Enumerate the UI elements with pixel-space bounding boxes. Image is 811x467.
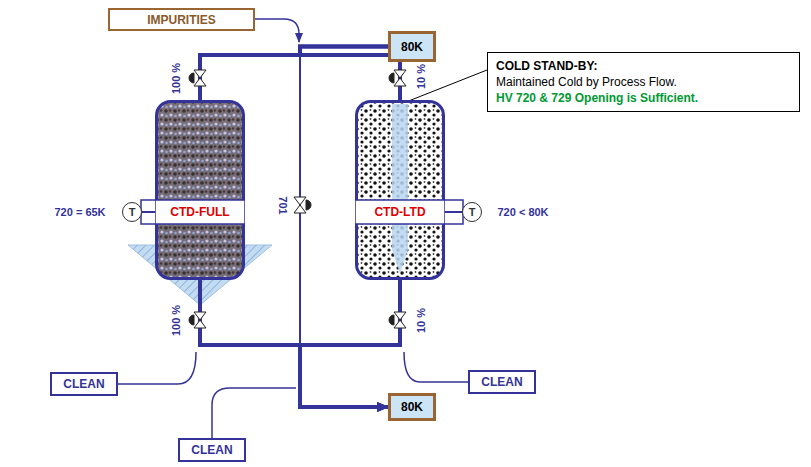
node-text: HV 720 & 729 Opening is Sufficient. xyxy=(496,90,791,106)
adsorber-vessel: CTD-LTD xyxy=(355,100,445,280)
temperature-box: 80K xyxy=(388,31,436,62)
valve-symbol xyxy=(189,70,206,86)
valve-opening: 10 % xyxy=(415,307,428,332)
node-text: Maintained Cold by Process Flow. xyxy=(496,74,791,90)
vessel-name: CTD-LTD xyxy=(355,201,445,223)
vessel-outline xyxy=(355,100,445,280)
leader-line xyxy=(255,19,299,42)
leader-line xyxy=(212,388,296,438)
node-text: 80K xyxy=(401,40,423,54)
pipe-connector xyxy=(300,280,400,407)
node-text: CLEAN xyxy=(63,377,104,391)
adsorber-vessel: CTD-FULL xyxy=(155,100,245,280)
node-text: T xyxy=(469,206,476,218)
label-box: CLEAN xyxy=(468,370,536,394)
node-text: 80K xyxy=(401,400,423,414)
temperature-box: 80K xyxy=(388,393,436,421)
leader-line xyxy=(118,352,196,384)
label-box: IMPURITIES xyxy=(108,8,255,31)
temperature-sensor: T xyxy=(122,202,142,222)
valve-symbol xyxy=(294,197,311,213)
vessel-outline xyxy=(155,100,245,280)
valve-tag: 701 xyxy=(276,196,289,214)
pipe-connector xyxy=(142,211,155,213)
pipe-connector xyxy=(300,47,400,101)
label-box: CLEAN xyxy=(178,438,246,462)
vessel-name: CTD-FULL xyxy=(155,201,245,223)
node-text: COLD STAND-BY: xyxy=(496,58,791,74)
temperature-reading: 720 < 80K xyxy=(498,206,549,219)
label-box: CLEAN xyxy=(50,372,118,396)
valve-opening: 100 % xyxy=(170,62,183,93)
valve-symbol xyxy=(389,70,406,86)
temperature-reading: 720 = 65K xyxy=(55,206,106,219)
callout-box: COLD STAND-BY:Maintained Cold by Process… xyxy=(487,52,800,112)
sensor-band xyxy=(141,200,156,224)
valve-opening: 10 % xyxy=(415,63,428,88)
node-text: CLEAN xyxy=(481,375,522,389)
valve-opening: 100 % xyxy=(170,304,183,335)
leader-line xyxy=(404,352,468,382)
temperature-sensor: T xyxy=(462,202,482,222)
valve-symbol xyxy=(189,312,206,328)
node-text: T xyxy=(129,206,136,218)
valve-symbol xyxy=(389,312,406,328)
node-text: IMPURITIES xyxy=(147,13,216,27)
node-text: CLEAN xyxy=(191,443,232,457)
